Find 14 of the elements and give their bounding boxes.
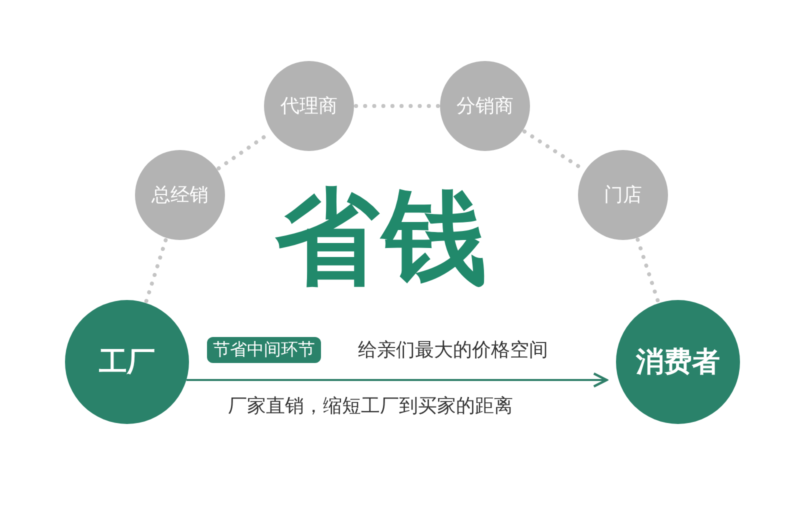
circle-label: 工厂 [99,344,155,380]
tagline: 给亲们最大的价格空间 [358,338,548,363]
dotted-line [636,238,660,304]
circle-label: 代理商 [280,94,338,119]
dotted-line [354,104,440,108]
circle-label: 门店 [604,183,642,208]
circle-label: 总经销 [152,183,208,208]
arrow [186,372,608,388]
tagline: 厂家直销，缩短工厂到买家的距离 [228,394,513,419]
headline: 省钱 [275,182,491,292]
tag-badge: 节省中间环节 [207,337,321,363]
dotted-line [144,238,168,303]
circle-label: 消费者 [636,344,720,380]
circle-label: 分销商 [456,94,514,119]
